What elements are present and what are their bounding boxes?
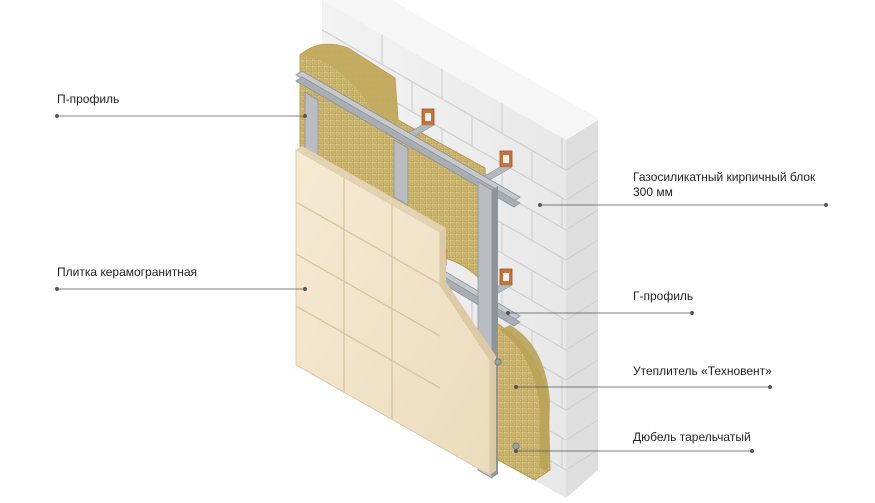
mortar-line-horizontal [321, 29, 567, 171]
mortar-line-side [565, 269, 599, 291]
top-horizontal-rail-lower [295, 76, 521, 208]
wall-top-cap [322, 0, 598, 140]
dot-marker [538, 203, 542, 207]
leader-insulation [514, 385, 772, 389]
dot-marker [55, 287, 59, 291]
leader-lines [55, 114, 828, 453]
dot-marker [55, 114, 59, 118]
mortar-line-side [565, 209, 599, 231]
tile-joint-horizontal [295, 201, 441, 285]
leader-dowel [514, 449, 754, 453]
tile-panel-top-edge [296, 146, 446, 232]
label-g-profile: Г-профиль [633, 289, 694, 303]
mortar-line-side [565, 239, 599, 261]
dot-marker [514, 449, 518, 453]
insulation-cut-edge-top [300, 44, 398, 135]
dot-marker [514, 385, 518, 389]
leader-tile [55, 287, 307, 291]
mortar-line-side [565, 179, 599, 201]
label-block-line2: 300 мм [633, 185, 673, 199]
tile-panel [295, 146, 496, 476]
mortar-line-side [565, 299, 599, 321]
dowels [494, 358, 520, 450]
bracket-hole [425, 113, 431, 121]
dot-marker [690, 311, 694, 315]
tile-joint-horizontal [295, 253, 441, 337]
label-p-profile: П-профиль [57, 92, 120, 106]
label-dowel: Дюбель тарельчатый [633, 430, 751, 444]
mortar-line-side [565, 419, 599, 441]
label-insulation: Утеплитель «Техновент» [633, 364, 772, 378]
mortar-line-side [565, 149, 599, 171]
dot-marker [750, 449, 754, 453]
mortar-line-side [565, 449, 599, 471]
tile-panel-cut-edge [440, 228, 496, 475]
leader-g-profile [506, 311, 694, 315]
mortar-line-side [565, 389, 599, 411]
dot-marker [303, 114, 307, 118]
dot-marker [768, 385, 772, 389]
mortar-line-side [565, 329, 599, 351]
label-block: Газосиликатный кирпичный блок 300 мм [633, 170, 843, 200]
dot-marker [824, 203, 828, 207]
leader-block [538, 203, 828, 207]
vertical-p-profile-2 [393, 139, 409, 206]
dowel-head-2 [512, 442, 520, 450]
leader-p-profile [55, 114, 307, 118]
insulation-lower-edge [500, 325, 550, 472]
bracket-hole [503, 273, 509, 281]
label-tile: Плитка керамогранитная [57, 265, 198, 279]
wall-side-face [566, 120, 598, 498]
mortar-line-side [565, 359, 599, 381]
metal-subframe [295, 70, 521, 479]
tile-joint-horizontal [295, 305, 441, 389]
label-block-line1: Газосиликатный кирпичный блок [633, 170, 816, 184]
dowel-head-1 [494, 358, 502, 366]
dot-marker [506, 311, 510, 315]
dot-marker [303, 287, 307, 291]
bracket-hole [503, 155, 509, 163]
